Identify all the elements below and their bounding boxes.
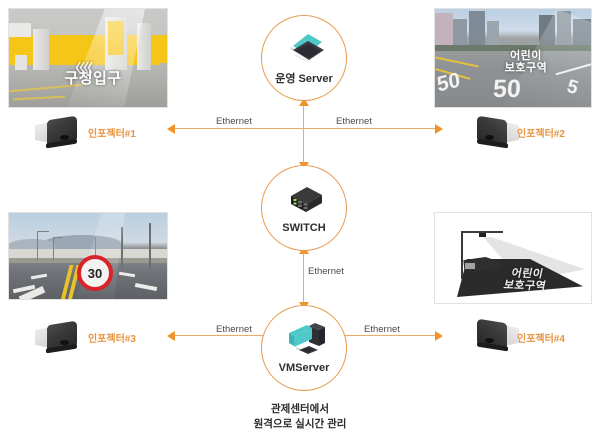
arrow-right-top (435, 124, 443, 134)
illustration-scene: 어린이 보호구역 (435, 213, 591, 303)
node-vmserver[interactable]: VMServer (261, 305, 347, 391)
ethernet-label-bottom-right: Ethernet (364, 324, 400, 335)
projector-device-3 (34, 320, 88, 354)
ethernet-label-bottom-left: Ethernet (216, 324, 252, 335)
photo-projector-illustration: 어린이 보호구역 (434, 212, 592, 304)
garage-projected-text: 구청입구 (64, 70, 122, 87)
node-operation-server[interactable]: 운영 Server (261, 15, 347, 101)
garage-scene: 〈〈〈〈 구청입구 (9, 9, 167, 107)
device-label-injector3: 인포젝터#3 (88, 334, 136, 345)
projector-device-2 (466, 115, 520, 149)
desktop-computer-icon (281, 322, 327, 358)
node-label-operation-server: 운영 Server (275, 73, 333, 85)
city-scene: 50 50 5 어린이 보호구역 (435, 9, 591, 107)
arrow-right-bottom (435, 331, 443, 341)
arrow-left-top (167, 124, 175, 134)
speed-limit-30-sign: 30 (77, 255, 113, 291)
node-label-switch: SWITCH (282, 222, 326, 234)
arrow-left-bottom (167, 331, 175, 341)
speed-limit-value: 30 (87, 265, 103, 281)
ethernet-label-top-right: Ethernet (336, 116, 372, 127)
device-label-injector2: 인포젝터#2 (517, 129, 565, 140)
link-line-switch-vmserver (303, 252, 305, 306)
city-projected-text: 어린이 보호구역 (504, 50, 548, 74)
node-label-vmserver: VMServer (278, 362, 330, 374)
projector-lens-icon (60, 340, 69, 345)
winter-road-scene: 30 (9, 213, 167, 299)
photo-winter-road: 30 (8, 212, 168, 300)
node-switch[interactable]: SWITCH (261, 165, 347, 251)
footer-caption: 관제센터에서 원격으로 실시간 관리 (253, 403, 347, 431)
projector-lens-icon (485, 135, 494, 140)
device-label-injector4: 인포젝터#4 (517, 334, 565, 345)
projector-device-1 (34, 115, 88, 149)
photo-city-street: 50 50 5 어린이 보호구역 (434, 8, 592, 108)
projector-device-4 (466, 318, 520, 352)
ethernet-label-top-left: Ethernet (216, 116, 252, 127)
projector-lens-icon (60, 135, 69, 140)
laptop-icon (281, 30, 327, 66)
device-label-injector1: 인포젝터#1 (88, 129, 136, 140)
arrow-up-server (299, 98, 309, 106)
network-switch-icon (281, 182, 327, 218)
illustration-projected-text: 어린이 보호구역 (502, 267, 548, 293)
projector-lens-icon (485, 338, 494, 343)
link-line-server-switch (303, 104, 305, 166)
photo-parking-garage: 〈〈〈〈 구청입구 (8, 8, 168, 108)
link-line-top (175, 128, 435, 130)
garage-chevrons: 〈〈〈〈 (69, 61, 93, 75)
ethernet-label-middle: Ethernet (308, 266, 344, 277)
